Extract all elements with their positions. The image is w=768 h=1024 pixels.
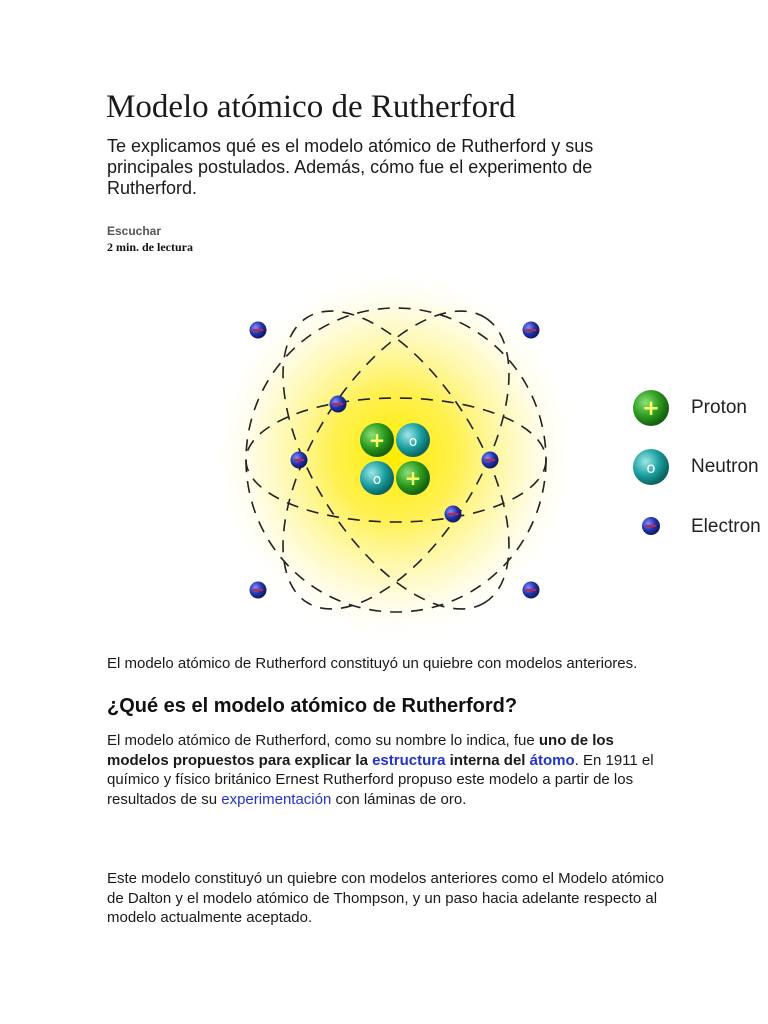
electron-particle xyxy=(522,581,540,599)
neutron-particle: o xyxy=(396,423,430,457)
orbit-diagonal-b xyxy=(282,310,510,610)
svg-text:+: + xyxy=(405,466,422,490)
neutron-icon: o xyxy=(633,449,669,485)
electron-particle xyxy=(444,505,462,523)
page-title: Modelo atómico de Rutherford xyxy=(106,89,516,125)
proton-icon: + xyxy=(633,390,669,426)
nucleus: + o o + xyxy=(360,423,430,495)
proton-particle: + xyxy=(360,423,394,457)
electron-particle xyxy=(481,451,499,469)
paragraph-text: El modelo atómico de Rutherford, como su… xyxy=(107,732,539,749)
svg-text:o: o xyxy=(373,472,382,488)
svg-text:+: + xyxy=(642,396,660,420)
orbit-outer xyxy=(245,307,547,613)
electrons xyxy=(249,321,540,599)
legend-label-neutron: Neutron xyxy=(691,456,759,477)
electron-particle xyxy=(329,395,347,413)
paragraph-1: El modelo atómico de Rutherford, como su… xyxy=(107,731,667,809)
article-lead: Te explicamos qué es el modelo atómico d… xyxy=(107,136,594,198)
paragraph-bold-text: interna del xyxy=(445,751,530,769)
section-heading: ¿Qué es el modelo atómico de Rutherford? xyxy=(107,695,518,717)
electron-particle xyxy=(249,581,267,599)
legend: + o xyxy=(633,390,669,535)
yellow-glow xyxy=(210,265,580,645)
electron-particle xyxy=(249,321,267,339)
link-atomo[interactable]: átomo xyxy=(529,751,575,769)
listen-button[interactable]: Escuchar xyxy=(107,224,162,238)
neutron-particle: o xyxy=(360,461,394,495)
paragraph-2: Este modelo constituyó un quiebre con mo… xyxy=(107,870,664,926)
orbit-horizontal xyxy=(245,397,547,523)
orbit-diagonal-a xyxy=(282,310,510,610)
svg-text:o: o xyxy=(409,434,418,450)
paragraph-bold-text: uno de los modelos propuestos para expli… xyxy=(107,732,614,769)
paragraph-text: . En 1911 el químico y físico británico … xyxy=(107,751,654,808)
proton-particle: + xyxy=(396,461,430,495)
figure-caption: El modelo atómico de Rutherford constitu… xyxy=(107,655,638,672)
legend-label-proton: Proton xyxy=(691,397,747,418)
electron-particle xyxy=(290,451,308,469)
legend-label-electron: Electron xyxy=(691,516,761,537)
svg-text:+: + xyxy=(369,428,386,452)
link-experimentacion[interactable]: experimentación xyxy=(221,790,332,808)
svg-text:o: o xyxy=(646,459,655,477)
electron-orbits xyxy=(245,307,547,613)
read-time: 2 min. de lectura xyxy=(107,240,193,254)
electron-icon xyxy=(642,517,660,535)
link-estructura[interactable]: estructura xyxy=(372,751,446,769)
electron-particle xyxy=(522,321,540,339)
paragraph-text: con láminas de oro. xyxy=(331,790,467,808)
